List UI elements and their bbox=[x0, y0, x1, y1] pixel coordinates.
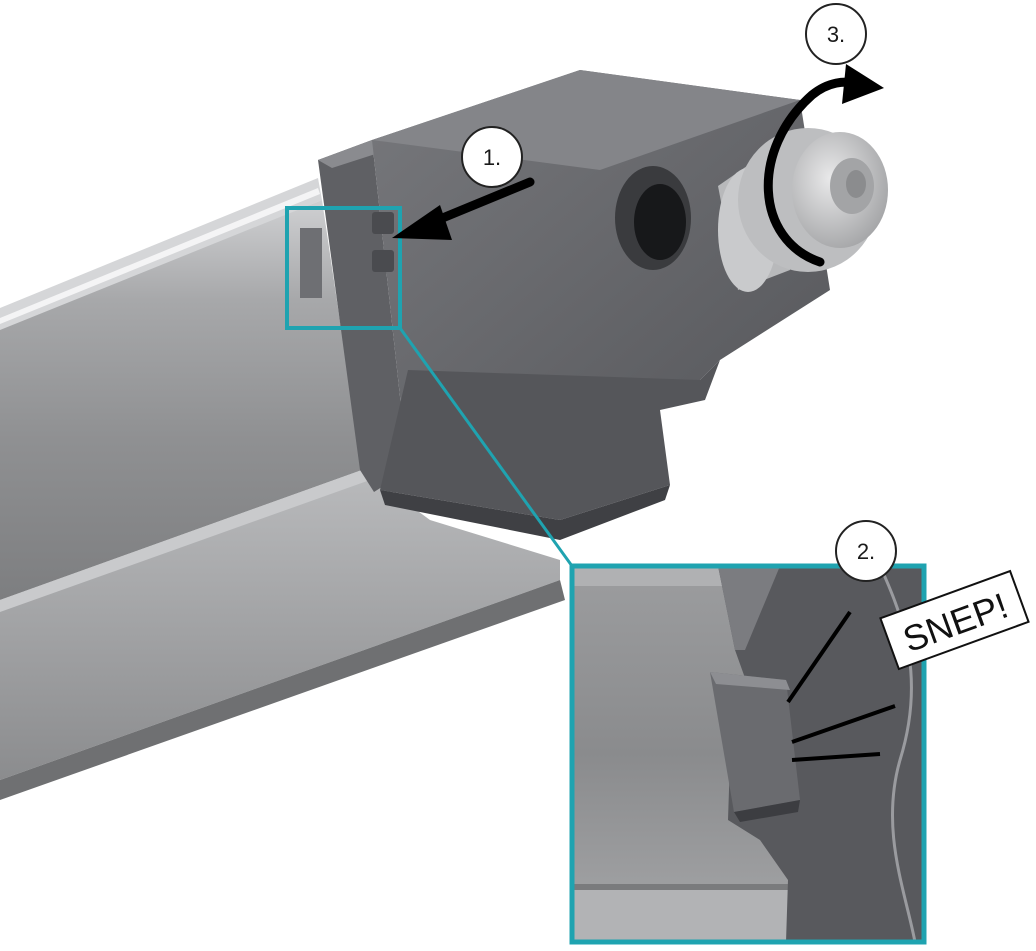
luminaire-tube bbox=[0, 178, 565, 800]
detail-inset bbox=[569, 563, 927, 945]
detail-inset-frame bbox=[569, 563, 927, 945]
step-1-marker: 1. bbox=[461, 126, 523, 188]
rotate-arrow-icon bbox=[763, 64, 884, 267]
step-2-label: 2. bbox=[857, 539, 875, 564]
detail-highlight-box bbox=[285, 206, 402, 330]
step-3-marker: 3. bbox=[805, 3, 867, 65]
step-2-marker: 2. bbox=[835, 520, 897, 582]
step-1-label: 1. bbox=[483, 145, 501, 170]
push-arrow-icon bbox=[392, 177, 535, 240]
end-cap-housing bbox=[300, 70, 830, 540]
step-3-label: 3. bbox=[827, 22, 845, 47]
detail-connector-line bbox=[398, 327, 574, 567]
